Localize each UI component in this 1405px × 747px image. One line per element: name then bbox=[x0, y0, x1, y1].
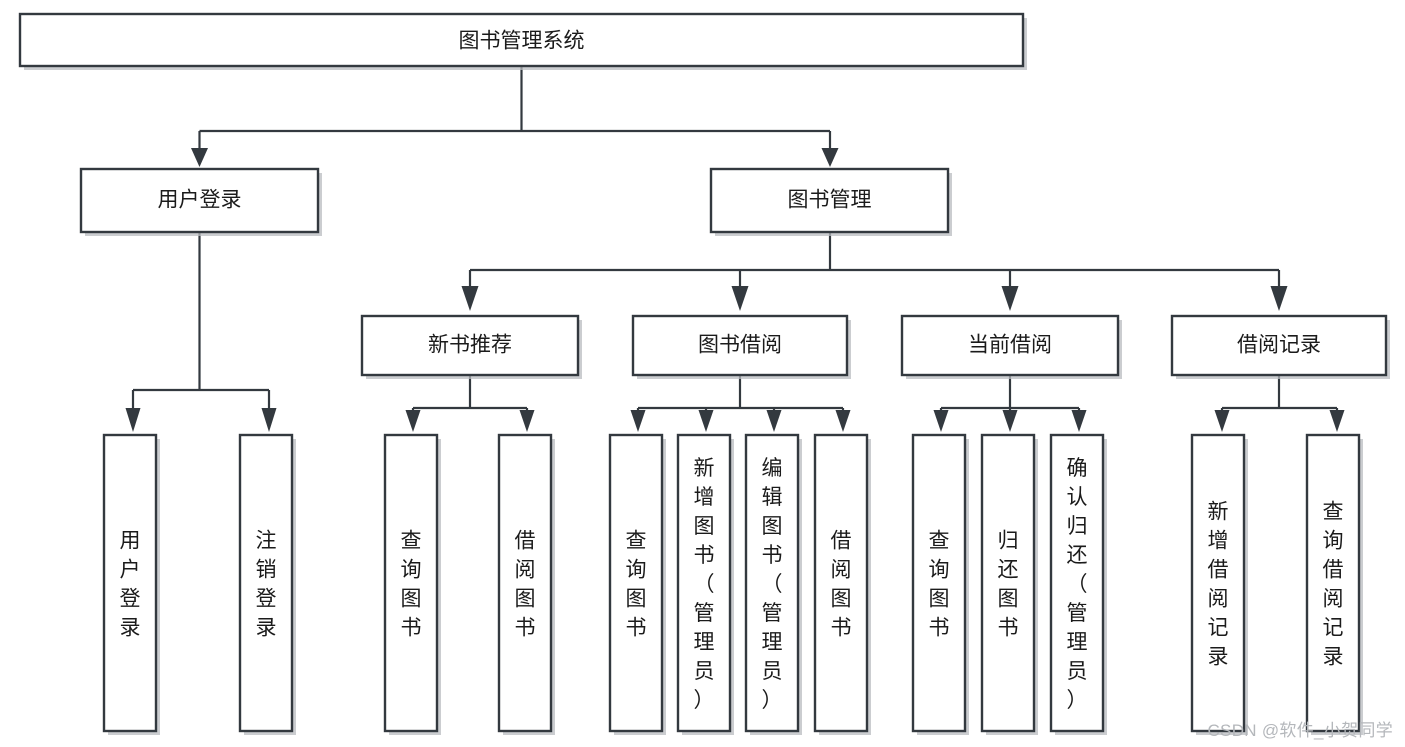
leaf-edit-book-admin-box[interactable] bbox=[744, 433, 800, 733]
arrow-head-leaf-borrow-book-2 bbox=[835, 410, 851, 432]
leaf-node-query-book-3[interactable]: 查询图书 bbox=[911, 433, 969, 735]
leaf-add-book-admin-label: 新增图书（管理员） bbox=[694, 457, 715, 712]
arrow-head-leaf-query-borrow-record bbox=[1329, 410, 1345, 432]
leaf-query-book-3-box[interactable] bbox=[911, 433, 967, 733]
leaf-logout-login-box[interactable] bbox=[238, 433, 294, 733]
leaf-borrow-book-1-box[interactable] bbox=[497, 433, 553, 733]
node-user-login[interactable]: 用户登录 bbox=[79, 167, 322, 236]
leaf-add-borrow-record-box[interactable] bbox=[1190, 433, 1246, 733]
arrow-head-book-borrow bbox=[731, 286, 749, 311]
leaf-user-login-box[interactable] bbox=[102, 433, 158, 733]
leaf-add-book-admin-box[interactable] bbox=[676, 433, 732, 733]
node-root[interactable]: 图书管理系统 bbox=[18, 12, 1027, 70]
leaf-borrow-book-1-label: 借阅图书 bbox=[515, 530, 536, 640]
node-borrow-record-label: 借阅记录 bbox=[1237, 334, 1321, 357]
node-current-borrow-label: 当前借阅 bbox=[968, 334, 1052, 357]
arrow-head-leaf-query-book-2 bbox=[630, 410, 646, 432]
node-user-login-label: 用户登录 bbox=[158, 189, 242, 212]
leaf-query-borrow-record-box[interactable] bbox=[1305, 433, 1361, 733]
leaf-node-query-book-1[interactable]: 查询图书 bbox=[383, 433, 441, 735]
leaf-node-borrow-book-2[interactable]: 借阅图书 bbox=[813, 433, 871, 735]
connector-group-borrow-record bbox=[1214, 375, 1345, 432]
arrow-head-leaf-user-login bbox=[125, 408, 141, 432]
arrow-head-leaf-logout-login bbox=[261, 408, 277, 432]
node-borrow-record-box[interactable] bbox=[1170, 314, 1388, 377]
leaf-edit-book-admin-label: 编辑图书（管理员） bbox=[762, 457, 783, 712]
leaf-node-edit-book-admin[interactable]: 编辑图书（管理员） bbox=[744, 433, 802, 735]
connector-group-root bbox=[191, 66, 839, 167]
arrow-head-leaf-edit-book-admin bbox=[766, 410, 782, 432]
connector-group-current-borrow bbox=[933, 375, 1087, 432]
leaf-node-add-borrow-record[interactable]: 新增借阅记录 bbox=[1190, 433, 1248, 735]
node-root-box[interactable] bbox=[18, 12, 1025, 68]
node-book-borrow-box[interactable] bbox=[631, 314, 849, 377]
leaf-node-query-borrow-record[interactable]: 查询借阅记录 bbox=[1305, 433, 1363, 735]
leaf-borrow-book-2-label: 借阅图书 bbox=[831, 530, 852, 640]
node-current-borrow[interactable]: 当前借阅 bbox=[900, 314, 1122, 379]
leaf-add-borrow-record-label: 新增借阅记录 bbox=[1208, 501, 1229, 669]
node-book-management-box[interactable] bbox=[709, 167, 950, 234]
arrow-head-leaf-add-book-admin bbox=[698, 410, 714, 432]
leaf-node-logout-login[interactable]: 注销登录 bbox=[238, 433, 296, 735]
connector-group-user-login bbox=[125, 232, 277, 432]
leaf-return-book-box[interactable] bbox=[980, 433, 1036, 733]
connector-group-new-book-recommend bbox=[405, 375, 535, 432]
node-new-book-recommend-box[interactable] bbox=[360, 314, 580, 377]
node-new-book-recommend-label: 新书推荐 bbox=[428, 334, 512, 357]
arrow-head-current-borrow bbox=[1001, 286, 1019, 311]
leaf-query-book-1-box[interactable] bbox=[383, 433, 439, 733]
arrow-head-leaf-query-book-1 bbox=[405, 410, 421, 432]
leaf-logout-login-label: 注销登录 bbox=[256, 530, 277, 640]
arrow-head-new-book-recommend bbox=[461, 286, 479, 311]
node-new-book-recommend[interactable]: 新书推荐 bbox=[360, 314, 582, 379]
leaf-confirm-return-admin-box[interactable] bbox=[1049, 433, 1105, 733]
arrow-head-leaf-borrow-book-1 bbox=[519, 410, 535, 432]
arrow-head-user-login bbox=[191, 148, 208, 167]
node-current-borrow-box[interactable] bbox=[900, 314, 1120, 377]
arrow-head-leaf-query-book-3 bbox=[933, 410, 949, 432]
leaf-node-user-login[interactable]: 用户登录 bbox=[102, 433, 160, 735]
node-book-borrow[interactable]: 图书借阅 bbox=[631, 314, 851, 379]
leaf-return-book-label: 归还图书 bbox=[998, 530, 1019, 640]
leaf-node-confirm-return-admin[interactable]: 确认归还（管理员） bbox=[1049, 433, 1107, 735]
leaf-node-borrow-book-1[interactable]: 借阅图书 bbox=[497, 433, 555, 735]
leaf-node-query-book-2[interactable]: 查询图书 bbox=[608, 433, 666, 735]
connector-group-book-borrow bbox=[630, 375, 851, 432]
node-user-login-box[interactable] bbox=[79, 167, 320, 234]
leaf-query-borrow-record-label: 查询借阅记录 bbox=[1323, 501, 1344, 669]
leaf-node-add-book-admin[interactable]: 新增图书（管理员） bbox=[676, 433, 734, 735]
arrow-head-leaf-confirm-return-admin bbox=[1071, 410, 1087, 432]
node-book-management-label: 图书管理 bbox=[788, 189, 872, 212]
csdn-watermark: CSDN @软件_小贺同学 bbox=[1207, 721, 1393, 740]
leaf-confirm-return-admin-label: 确认归还（管理员） bbox=[1067, 457, 1088, 712]
node-book-borrow-label: 图书借阅 bbox=[698, 334, 782, 357]
leaf-user-login-label: 用户登录 bbox=[120, 530, 141, 640]
leaf-query-book-3-label: 查询图书 bbox=[929, 530, 950, 640]
leaf-node-return-book[interactable]: 归还图书 bbox=[980, 433, 1038, 735]
arrow-head-borrow-record bbox=[1270, 286, 1288, 311]
node-root-label: 图书管理系统 bbox=[459, 30, 585, 53]
node-borrow-record[interactable]: 借阅记录 bbox=[1170, 314, 1390, 379]
leaf-query-book-1-label: 查询图书 bbox=[401, 530, 422, 640]
connector-group-book-management bbox=[461, 232, 1288, 311]
leaf-query-book-2-box[interactable] bbox=[608, 433, 664, 733]
arrow-head-book-management bbox=[821, 148, 839, 167]
node-book-management[interactable]: 图书管理 bbox=[709, 167, 952, 236]
arrow-head-leaf-return-book bbox=[1002, 410, 1018, 432]
arrow-head-leaf-add-borrow-record bbox=[1214, 410, 1230, 432]
leaf-borrow-book-2-box[interactable] bbox=[813, 433, 869, 733]
leaf-query-book-2-label: 查询图书 bbox=[626, 530, 647, 640]
